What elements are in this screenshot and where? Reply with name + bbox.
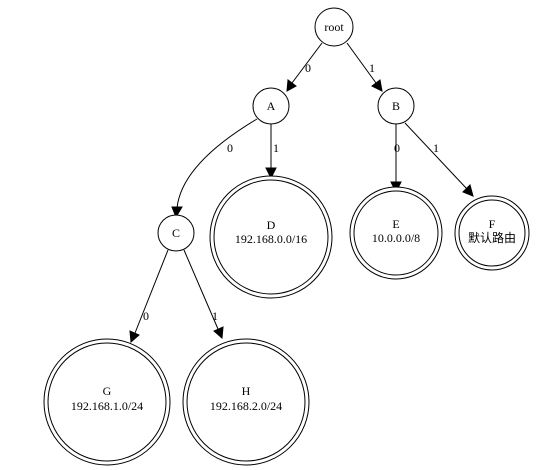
node-c-label: C [172,226,180,240]
edge-b-f-label: 1 [433,141,439,155]
node-g-title: G [103,384,112,398]
node-b[interactable]: B [377,87,415,125]
node-e-detail: 10.0.0.0/8 [372,231,420,245]
node-c-circle [157,214,195,252]
edge-a-c-label: 0 [227,141,233,155]
node-e[interactable]: E 10.0.0.0/8 [349,186,443,280]
node-g-inner-circle [47,342,167,462]
node-b-label: B [392,99,400,113]
node-e-title: E [392,217,399,231]
edge-b-f: 1 [404,122,474,197]
edge-root-a-arrowhead [286,79,297,92]
edge-c-g-arrowhead [129,330,140,344]
node-b-circle [377,87,415,125]
edge-b-f-line [404,122,468,190]
edge-b-f-arrowhead [462,184,474,197]
node-f-inner-circle [458,199,526,267]
node-root-label: root [324,20,344,34]
node-h-inner-circle [186,342,306,462]
node-g-detail: 192.168.1.0/24 [71,399,143,413]
edge-root-b-arrowhead [371,79,383,92]
edge-root-a-label: 0 [305,61,311,75]
edge-b-e: 0 [390,124,402,194]
node-a[interactable]: A [252,87,290,125]
node-root[interactable]: root [314,7,354,47]
node-d[interactable]: D 192.168.0.0/16 [209,175,333,299]
node-f-detail: 默认路由 [468,230,516,245]
edge-c-g-label: 0 [143,309,149,323]
node-h-title: H [242,384,251,398]
node-h-outer-circle [182,338,310,466]
node-g[interactable]: G 192.168.1.0/24 [43,338,171,466]
node-h[interactable]: H 192.168.2.0/24 [182,338,310,466]
node-root-circle [314,7,354,47]
node-f-title: F [489,217,496,231]
node-d-title: D [267,218,276,232]
edge-c-g-line [134,249,169,334]
edge-root-a-line [291,42,323,84]
node-f-outer-circle [454,195,530,271]
node-d-inner-circle [213,179,329,295]
edge-c-h: 1 [183,249,224,340]
node-e-outer-circle [349,186,443,280]
edge-root-b: 1 [346,42,383,92]
edge-c-h-label: 1 [212,309,218,323]
edge-root-b-line [346,42,377,84]
edge-a-c-arrowhead [171,206,183,219]
node-g-outer-circle [43,338,171,466]
edge-c-g: 0 [129,249,169,344]
edge-root-b-label: 1 [369,61,375,75]
edge-root-a: 0 [286,42,323,92]
node-h-detail: 192.168.2.0/24 [210,399,282,413]
edge-b-e-label: 0 [394,141,400,155]
edge-c-h-arrowhead [213,326,224,340]
node-c[interactable]: C [157,214,195,252]
node-d-outer-circle [209,175,333,299]
node-a-circle [252,87,290,125]
node-e-inner-circle [353,190,439,276]
edge-c-h-line [183,249,219,330]
edge-a-c: 0 [171,118,258,219]
node-f[interactable]: F 默认路由 [454,195,530,271]
edge-a-c-line [176,118,258,209]
node-a-label: A [267,99,276,113]
edge-a-d-arrowhead [265,167,277,180]
edge-a-d-label: 1 [273,141,279,155]
edge-a-d: 1 [265,124,279,180]
node-d-detail: 192.168.0.0/16 [235,232,307,246]
